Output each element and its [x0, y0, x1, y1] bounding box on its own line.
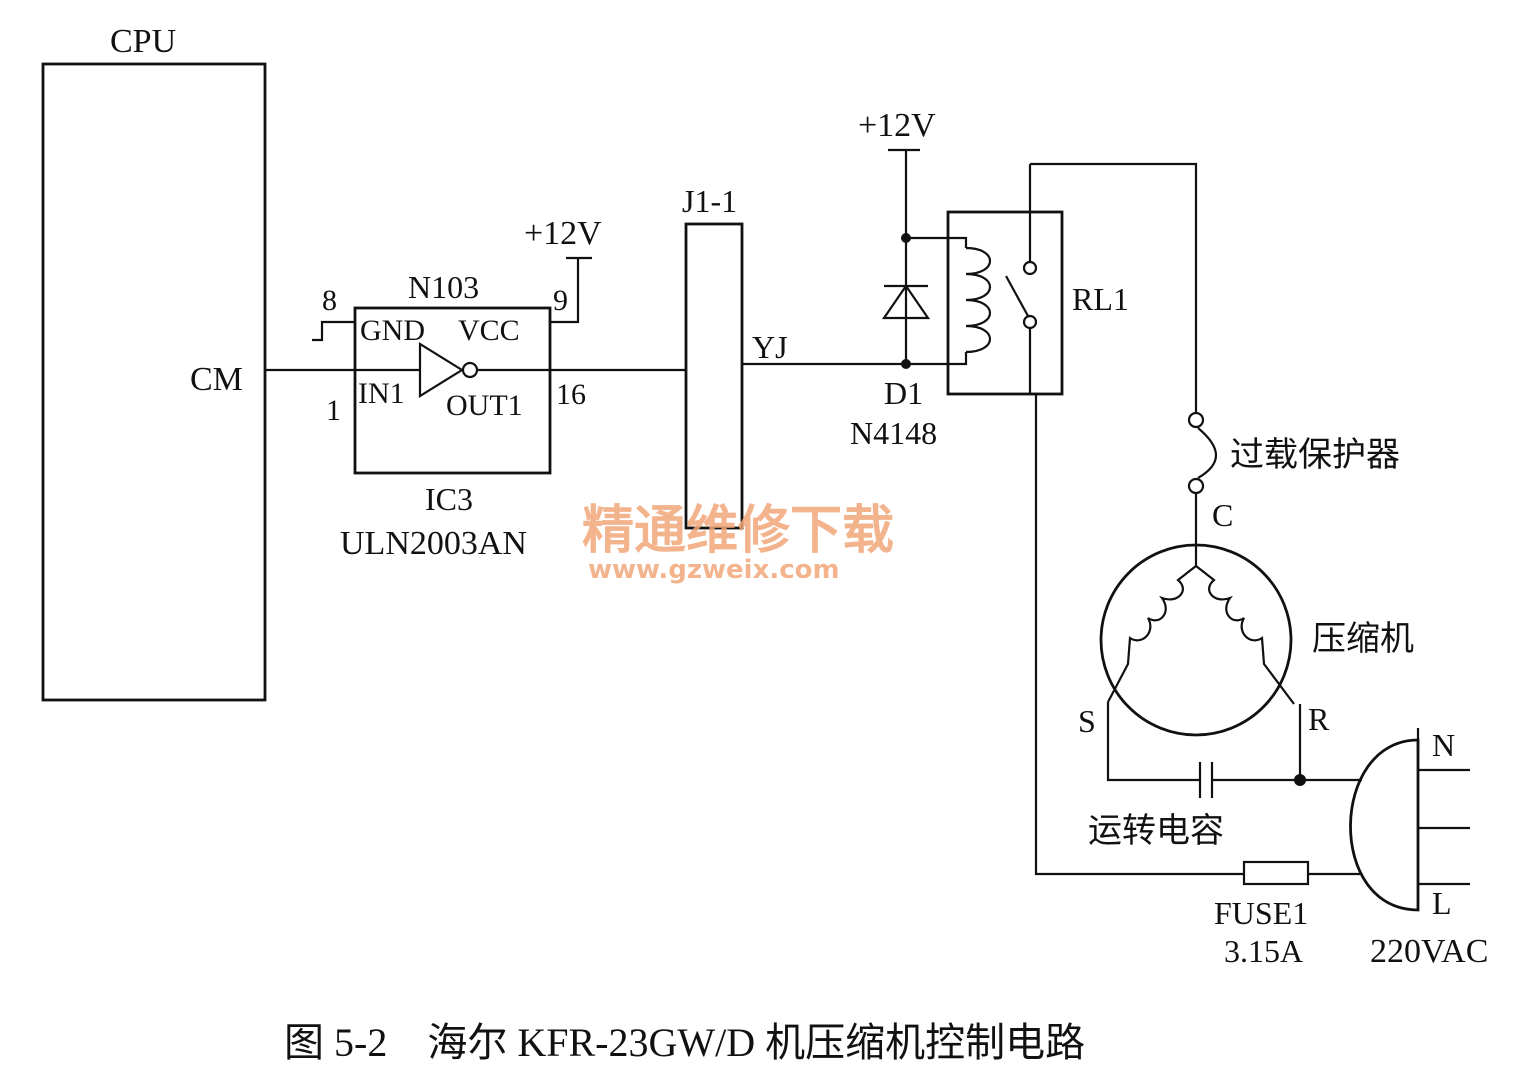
s-label: S [1078, 703, 1096, 739]
out1-label: OUT1 [446, 389, 523, 422]
switch-contact-top [1022, 260, 1038, 276]
wire-s-cap [1106, 702, 1200, 782]
wire-coil-bottom [906, 352, 968, 366]
overload-label: 过载保护器 [1230, 436, 1400, 474]
mains-label: 220VAC [1370, 933, 1488, 970]
cpu-label: CPU [110, 23, 176, 60]
overload-pin-top [1187, 411, 1205, 429]
diode-ref-label: D1 [884, 375, 923, 411]
wire-relay-fuse [1030, 392, 1244, 876]
connector-label: J1-1 [682, 183, 737, 219]
watermark-text: 精通维修下载 [582, 501, 894, 561]
pin16-label: 16 [556, 378, 586, 411]
relay-box [946, 210, 1064, 396]
diode-symbol [881, 284, 931, 320]
watermark-url: www.gzweix.com [588, 555, 840, 585]
compressor-label: 压缩机 [1312, 620, 1414, 658]
connector-j1 [684, 222, 744, 530]
winding-run [1195, 565, 1295, 705]
compressor-motor [1099, 543, 1293, 737]
wire-relay-overload [1030, 162, 1198, 412]
winding-start [1107, 565, 1197, 703]
ic3-block [353, 306, 552, 475]
relay-label: RL1 [1072, 281, 1129, 317]
c-label: C [1212, 497, 1233, 533]
inverter-bubble [461, 361, 479, 379]
fuse-ref-label: FUSE1 [1214, 895, 1308, 931]
wire-coil-top [906, 236, 968, 248]
diode-part-label: N4148 [850, 415, 937, 451]
run-cap-label: 运转电容 [1088, 812, 1224, 850]
vcc-label: VCC [458, 314, 520, 347]
r-label: R [1308, 701, 1330, 737]
yj-label: YJ [752, 329, 788, 365]
cm-pin-label: CM [190, 361, 243, 398]
pin8-label: 8 [322, 284, 337, 317]
ground-symbol [312, 320, 355, 342]
in1-label: IN1 [358, 377, 405, 410]
wire-vcc-ic [550, 258, 580, 324]
n-label: N [1432, 727, 1455, 763]
ic-ref-label: IC3 [425, 481, 473, 517]
ic-name-label: N103 [408, 269, 479, 305]
pin9-label: 9 [553, 284, 568, 317]
switch-blade [1005, 275, 1029, 317]
gnd-label: GND [360, 314, 425, 347]
cpu-block [41, 62, 267, 702]
ic-part-label: ULN2003AN [340, 525, 527, 562]
fuse-symbol [1242, 860, 1310, 886]
overload-protector [1197, 427, 1217, 479]
pin1-label: 1 [326, 394, 341, 427]
switch-contact-bottom [1022, 314, 1038, 330]
l-label: L [1432, 885, 1452, 921]
figure-caption: 图 5-2 海尔 KFR-23GW/D 机压缩机控制电路 [284, 1020, 1085, 1065]
relay-coil [965, 246, 992, 354]
vcc-ic-label: +12V [524, 215, 602, 252]
vcc-relay-label: +12V [858, 107, 936, 144]
overload-pin-bottom [1187, 477, 1205, 495]
power-plug [1349, 738, 1420, 912]
fuse-rating-label: 3.15A [1224, 933, 1303, 969]
